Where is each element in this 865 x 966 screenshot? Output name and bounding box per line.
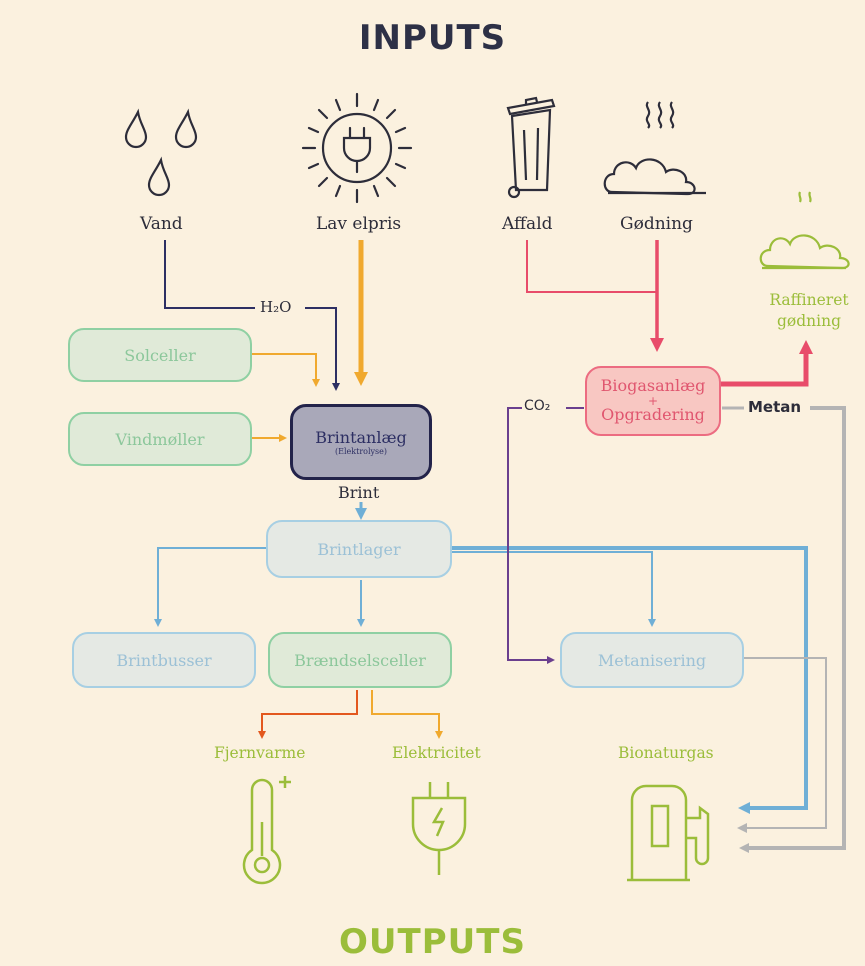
metan-label: Metan <box>748 398 802 416</box>
node-brintlager-label: Brintlager <box>317 539 401 559</box>
input-label-vand: Vand <box>140 214 183 234</box>
node-braendselsceller: Brændselsceller <box>268 632 452 688</box>
node-biogas-plus: + <box>647 393 659 408</box>
braendsel-to-fjernvarme-arrow <box>258 690 358 739</box>
output-label-fjernvarme: Fjernvarme <box>214 744 306 762</box>
h2o-to-brintanlaeg-arrow <box>305 307 340 391</box>
node-brintbusser-label: Brintbusser <box>116 650 212 670</box>
input-label-godning: Gødning <box>620 214 693 234</box>
vand-h2o-line <box>164 240 255 309</box>
brintlager-to-metanisering-arrow <box>452 551 656 627</box>
braendsel-to-elektricitet-arrow <box>371 690 443 739</box>
node-brintanlaeg: Brintanlæg (Elektrolyse) <box>290 404 432 480</box>
sun-plug-icon <box>301 92 413 204</box>
output-label-bionaturgas: Bionaturgas <box>618 744 714 762</box>
metanisering-to-bionaturgas-arrow <box>737 657 827 833</box>
node-solceller: Solceller <box>68 328 252 382</box>
node-metanisering: Metanisering <box>560 632 744 688</box>
h2o-label: H₂O <box>260 298 292 316</box>
trash-bin-icon <box>506 96 556 199</box>
electric-plug-icon <box>411 782 467 875</box>
fuel-pump-icon <box>627 784 710 882</box>
thermometer-plus-icon <box>242 776 291 885</box>
output-label-raffineret-1: Raffineret <box>769 291 849 309</box>
output-label-raffineret: Raffineret gødning <box>764 290 854 332</box>
co2-label: CO₂ <box>524 398 551 414</box>
inputs-title: INPUTS <box>358 18 507 58</box>
brint-label: Brint <box>338 483 380 502</box>
metan-to-bionaturgas-arrow <box>739 406 846 853</box>
node-brintanlaeg-sublabel: (Elektrolyse) <box>335 447 387 456</box>
node-vindmoller: Vindmøller <box>68 412 252 466</box>
refined-manure-icon <box>759 191 850 270</box>
solceller-arrow <box>252 353 320 387</box>
co2-line <box>507 407 555 664</box>
input-label-affald: Affald <box>502 214 553 234</box>
node-biogasanlaeg: Biogasanlæg + Opgradering <box>585 366 721 436</box>
node-braendselsceller-label: Brændselsceller <box>294 650 426 670</box>
manure-icon <box>603 101 706 196</box>
affald-line <box>526 240 657 293</box>
raffineret-arrow <box>720 340 813 387</box>
brintlager-to-bionaturgas-arrow <box>452 546 808 814</box>
node-biogas-label-2: Opgradering <box>601 405 705 425</box>
outputs-title: OUTPUTS <box>339 922 526 962</box>
node-metanisering-label: Metanisering <box>597 650 707 670</box>
output-label-elektricitet: Elektricitet <box>392 744 481 762</box>
brintlager-left-branch <box>154 547 268 627</box>
node-brintlager: Brintlager <box>266 520 452 578</box>
input-label-lav-elpris: Lav elpris <box>316 214 402 234</box>
node-biogas-label-1: Biogasanlæg <box>600 375 706 395</box>
node-brintbusser: Brintbusser <box>72 632 256 688</box>
node-vindmoller-label: Vindmøller <box>115 429 205 449</box>
water-drops-icon <box>124 108 198 197</box>
output-label-raffineret-2: gødning <box>776 311 842 330</box>
node-solceller-label: Solceller <box>124 345 196 365</box>
node-brintanlaeg-label: Brintanlæg <box>315 428 407 447</box>
